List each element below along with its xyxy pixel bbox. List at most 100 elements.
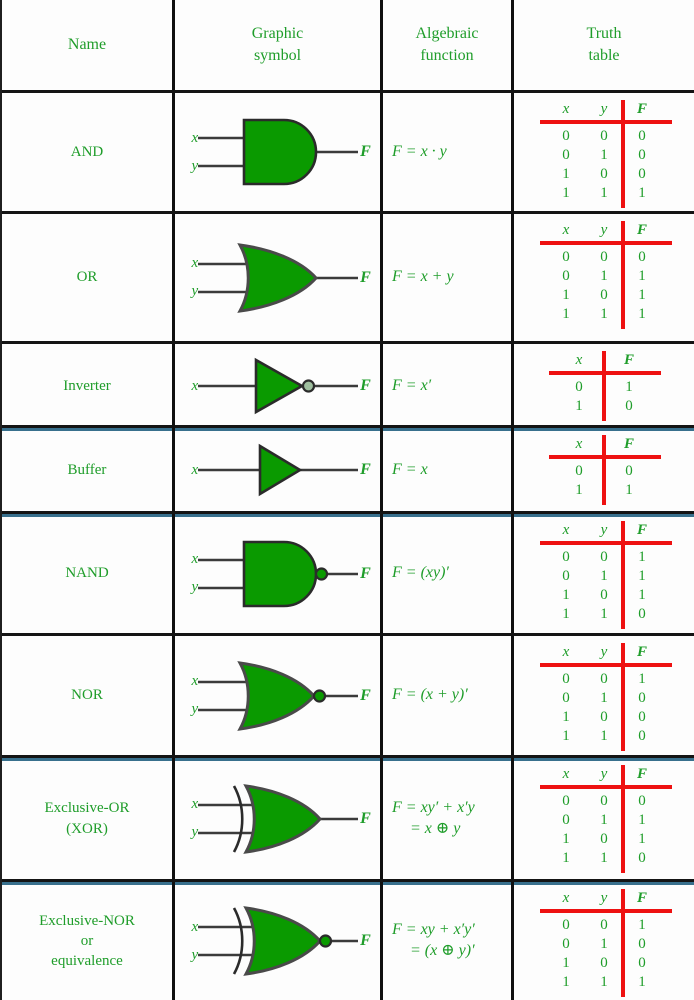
xnor-gate-icon <box>198 906 359 976</box>
algebraic-function-cell: F = (xy)′ <box>380 514 511 633</box>
header-truth-table: Truth table <box>511 0 694 90</box>
tt-value: 0 <box>638 147 646 163</box>
gate-name: AND <box>70 143 104 160</box>
input-label: x <box>191 255 199 271</box>
tt-value: 0 <box>562 936 570 952</box>
tt-value: 1 <box>562 955 570 971</box>
gate-name: Buffer <box>67 461 107 478</box>
tt-header: F <box>636 644 647 660</box>
tt-value: 0 <box>600 166 608 182</box>
function-line: F = x <box>392 460 428 478</box>
tt-header: y <box>600 101 608 117</box>
tt-header: F <box>636 890 647 906</box>
input-label: y <box>191 283 199 299</box>
inverter-gate-icon <box>198 357 359 415</box>
tt-value: 0 <box>638 936 646 952</box>
tt-value: 1 <box>638 587 646 603</box>
tt-value: 1 <box>638 549 646 565</box>
tt-value: 0 <box>575 379 583 395</box>
function-line: = x ⊕ y <box>410 819 461 837</box>
tt-value: 0 <box>625 463 633 479</box>
red-vertical-line <box>621 521 625 629</box>
red-vertical-line <box>602 435 606 505</box>
algebraic-function-cell: F = (x + y)′ <box>380 636 511 755</box>
tt-value: 1 <box>625 379 633 395</box>
input-label: x <box>191 551 199 567</box>
tt-header: F <box>636 222 647 238</box>
tt-header: x <box>575 352 583 368</box>
xor-gate-icon <box>198 783 359 854</box>
tt-value: 1 <box>562 850 570 866</box>
nand-gate-icon <box>198 540 359 607</box>
function-line: F = (xy)′ <box>392 564 449 582</box>
tt-value: 0 <box>562 812 570 828</box>
or-gate-icon <box>198 242 359 313</box>
tt-value: 0 <box>562 690 570 706</box>
tt-value: 0 <box>562 249 570 265</box>
header-graphic-symbol: Graphic symbol <box>172 0 380 90</box>
tt-value: 1 <box>600 850 608 866</box>
tt-header: F <box>623 352 634 368</box>
tt-value: 1 <box>562 606 570 622</box>
tt-value: 1 <box>562 709 570 725</box>
gate-name: NAND <box>65 565 109 582</box>
tt-value: 1 <box>638 568 646 584</box>
red-horizontal-line <box>540 120 672 124</box>
algebraic-function-cell: F = x + y <box>380 214 511 341</box>
tt-header: x <box>575 436 583 452</box>
tt-value: 0 <box>562 793 570 809</box>
tt-value: 0 <box>638 709 646 725</box>
red-horizontal-line <box>540 785 672 789</box>
function-line: F = (x + y)′ <box>392 686 468 704</box>
gate-name: Exclusive-OR (XOR) <box>44 800 130 837</box>
tt-value: 0 <box>600 587 608 603</box>
function-line: F = xy′ + x′y <box>392 798 475 816</box>
function-line: = (x ⊕ y)′ <box>410 942 475 959</box>
input-label: y <box>191 579 199 595</box>
red-horizontal-line <box>540 541 672 545</box>
output-label: F <box>360 932 371 949</box>
header-name: Name <box>67 36 107 54</box>
tt-value: 0 <box>600 793 608 809</box>
tt-value: 0 <box>638 128 646 144</box>
tt-value: 0 <box>638 166 646 182</box>
function-line: F = xy + x′y′ <box>392 921 475 939</box>
input-label: y <box>191 701 199 717</box>
tt-value: 1 <box>638 287 646 303</box>
tt-value: 0 <box>600 128 608 144</box>
tt-header: F <box>623 436 634 452</box>
input-label: y <box>191 946 199 963</box>
tt-value: 0 <box>600 671 608 687</box>
input-label: x <box>191 129 199 146</box>
tt-value: 0 <box>562 268 570 284</box>
tt-value: 1 <box>600 268 608 284</box>
function-line: F = x′ <box>392 376 432 394</box>
tt-value: 1 <box>638 974 646 990</box>
tt-value: 0 <box>638 690 646 706</box>
output-label: F <box>360 143 371 160</box>
input-label: x <box>191 377 199 394</box>
tt-value: 1 <box>562 287 570 303</box>
tt-header: x <box>562 644 570 660</box>
tt-header: x <box>562 101 570 117</box>
input-label: x <box>191 796 199 812</box>
